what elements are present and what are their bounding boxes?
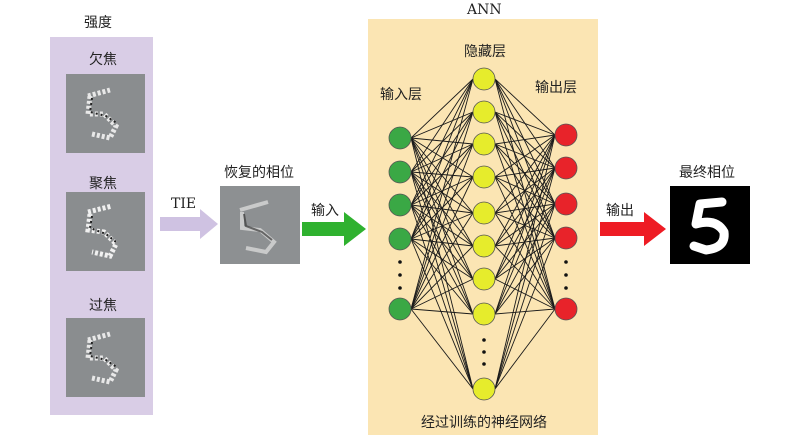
hidden-ellipsis-dot <box>482 362 486 366</box>
digit-stroke <box>689 197 729 255</box>
recovered-phase-image <box>220 186 300 264</box>
connection <box>494 167 556 315</box>
output-layer-label: 输出层 <box>535 80 577 96</box>
connection <box>410 238 474 280</box>
connection <box>410 204 474 390</box>
hidden-node <box>472 165 496 189</box>
connections <box>410 78 556 390</box>
connection <box>410 176 474 240</box>
hidden-layer-label: 隐藏层 <box>464 44 506 60</box>
recovered-phase-label: 恢复的相位 <box>224 165 294 181</box>
focus-label: 聚焦 <box>89 176 117 192</box>
overfocus-image <box>66 318 145 397</box>
overfocus-label: 过焦 <box>89 298 117 314</box>
connection <box>494 134 556 214</box>
connection <box>410 171 474 390</box>
connection <box>410 212 474 310</box>
output-node <box>554 192 578 216</box>
connection <box>494 134 556 280</box>
output-ellipsis-dot <box>564 260 568 264</box>
connection <box>494 111 556 205</box>
connection <box>494 237 556 315</box>
connection <box>494 308 556 390</box>
connection <box>410 78 474 240</box>
connection <box>410 111 474 310</box>
hidden-node <box>472 67 496 91</box>
connection <box>410 78 474 206</box>
connection <box>494 78 556 310</box>
connection <box>494 167 556 390</box>
connection <box>410 143 474 240</box>
hidden-node <box>472 267 496 291</box>
connection <box>494 203 556 315</box>
input-arrow-label: 输入 <box>311 203 339 219</box>
connection <box>494 134 556 178</box>
connection <box>494 176 556 310</box>
connection <box>494 134 556 315</box>
connection <box>494 78 556 205</box>
connection <box>410 78 474 173</box>
output-node <box>554 156 578 180</box>
focus-image <box>66 192 145 271</box>
connection <box>494 134 556 145</box>
output-ellipsis-dot <box>564 286 568 290</box>
output-node <box>554 123 578 147</box>
input-ellipsis-dot <box>398 286 402 290</box>
connection <box>494 78 556 136</box>
connection <box>410 204 474 214</box>
connection <box>494 143 556 310</box>
hidden-ellipsis-dot <box>482 338 486 342</box>
output-arrow-label: 输出 <box>606 203 634 219</box>
input-node <box>388 160 412 184</box>
ann-title: ANN <box>467 2 502 18</box>
connection <box>410 143 474 310</box>
hidden-node <box>472 234 496 258</box>
input-layer-label: 输入层 <box>380 87 422 103</box>
connection <box>410 308 474 315</box>
connection <box>494 308 556 315</box>
connection <box>494 167 556 178</box>
input-ellipsis-dot <box>398 273 402 277</box>
connection <box>494 134 556 247</box>
connection <box>410 278 474 310</box>
tie-label: TIE <box>171 196 197 212</box>
hidden-node <box>472 302 496 326</box>
connection <box>410 238 474 390</box>
connection <box>494 134 556 390</box>
connection <box>410 78 474 310</box>
ann-caption: 经过训练的神经网络 <box>421 415 547 431</box>
intensity-title: 强度 <box>84 15 112 31</box>
output-node <box>554 226 578 250</box>
input-node <box>388 297 412 321</box>
connection <box>410 245 474 310</box>
hidden-node <box>472 201 496 225</box>
connection <box>494 111 556 310</box>
input-node <box>388 227 412 251</box>
connection <box>410 111 474 240</box>
final-phase-image <box>670 186 750 264</box>
input-ellipsis-dot <box>398 260 402 264</box>
connection <box>410 308 474 390</box>
connection <box>494 203 556 390</box>
connection <box>410 78 474 139</box>
connection <box>494 237 556 390</box>
input-node <box>388 126 412 150</box>
underfocus-label: 欠焦 <box>89 52 117 68</box>
connection <box>494 111 556 136</box>
hidden-node <box>472 100 496 124</box>
connection <box>410 176 474 310</box>
final-phase-label: 最终相位 <box>679 165 735 181</box>
connection <box>410 238 474 315</box>
connection <box>410 137 474 390</box>
hidden-node <box>472 377 496 401</box>
input-node <box>388 193 412 217</box>
underfocus-image <box>66 74 145 153</box>
output-ellipsis-dot <box>564 273 568 277</box>
hidden-ellipsis-dot <box>482 350 486 354</box>
output-node <box>554 297 578 321</box>
hidden-node <box>472 132 496 156</box>
